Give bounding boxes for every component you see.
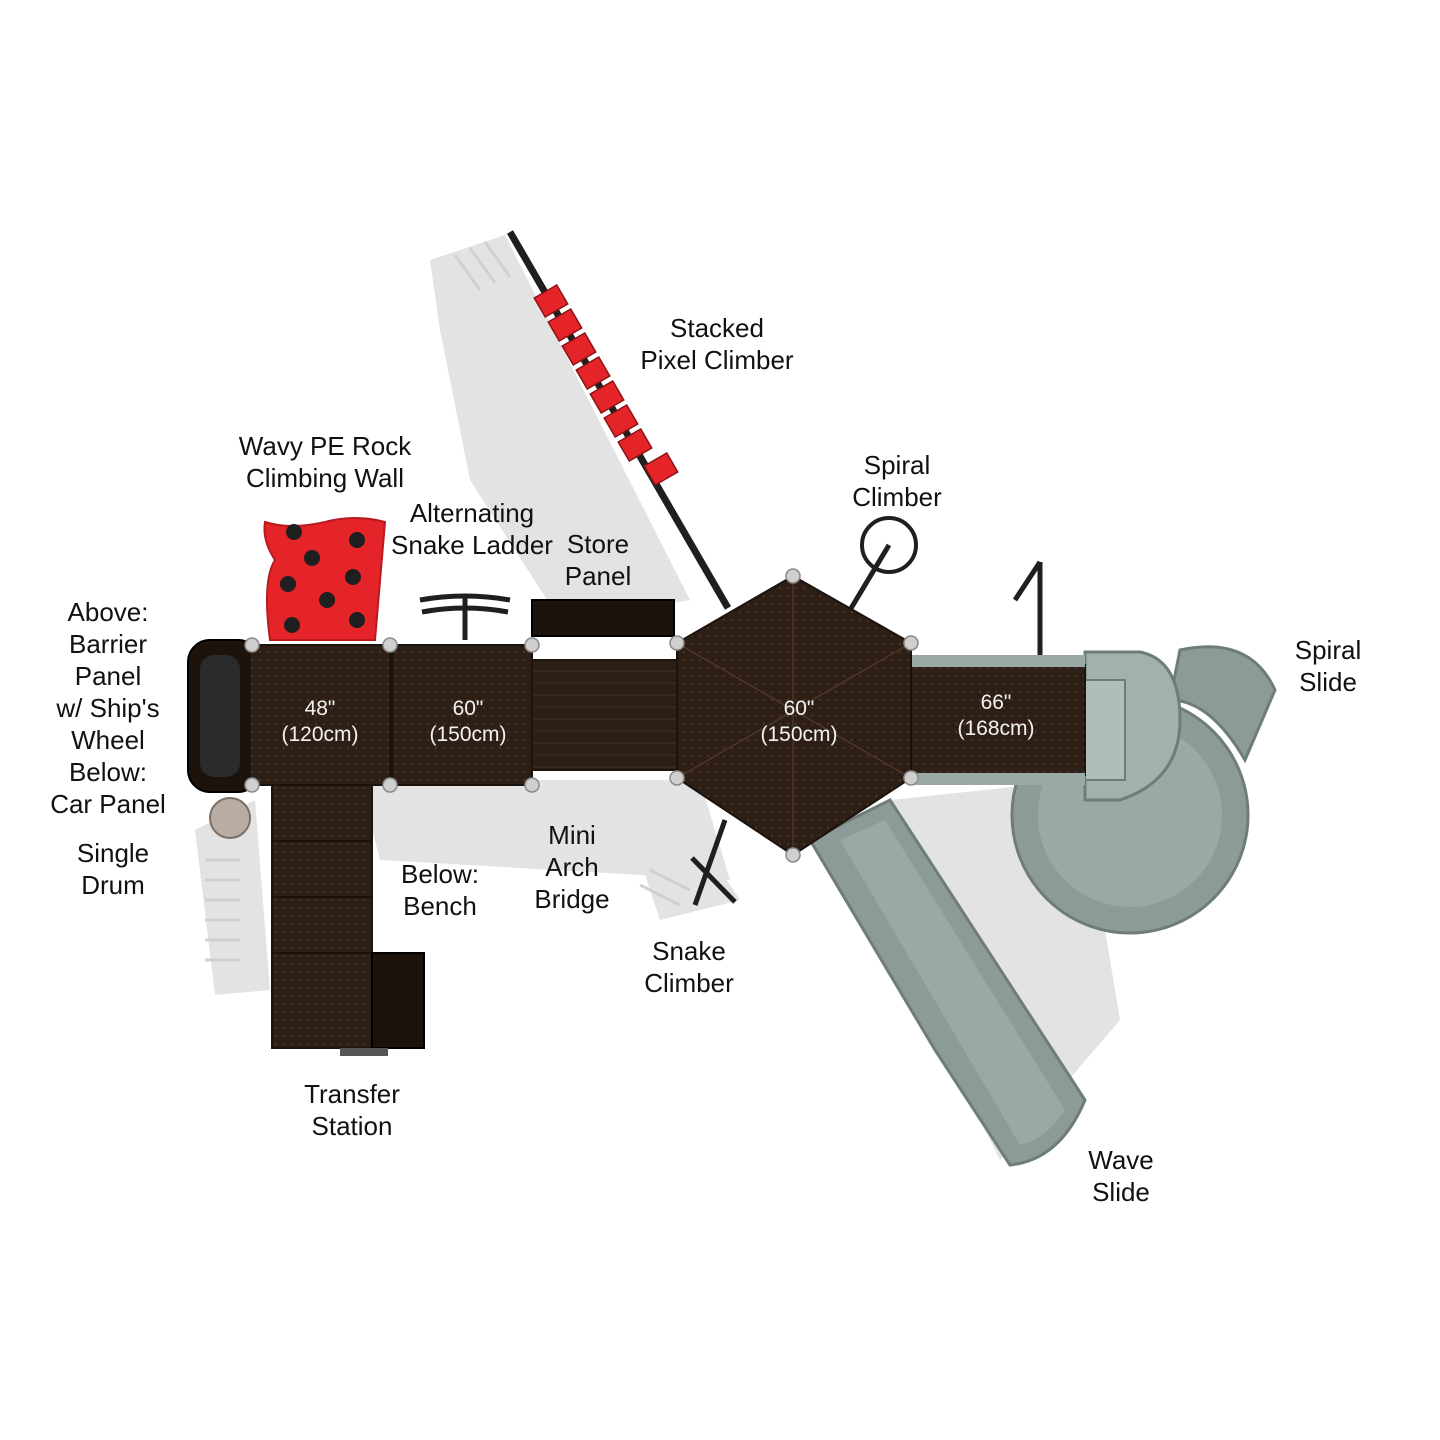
- deck-60b-height: 60" (150cm): [760, 696, 837, 748]
- label-line: Panel: [564, 561, 632, 591]
- label-line: Arch: [545, 852, 599, 882]
- label-line: Climber: [644, 968, 734, 998]
- label-line: Barrier: [68, 629, 147, 659]
- post-caps: [244, 568, 919, 863]
- label-alternating-snake-ladder: Alternating Snake Ladder: [391, 497, 553, 561]
- deck-60a-height-in: 60": [452, 697, 484, 720]
- deck-48-height: 48" (120cm): [281, 696, 358, 748]
- deck-48: [249, 644, 391, 786]
- transfer-station: [271, 784, 425, 1056]
- label-line: Wavy PE Rock: [238, 431, 412, 461]
- deck-platforms: [249, 574, 1086, 857]
- wavy-rock-climbing-wall: [263, 517, 387, 641]
- store-panel: [531, 599, 675, 637]
- label-line: Pixel Climber: [640, 345, 794, 375]
- label-line: Below:: [400, 859, 480, 889]
- label-barrier-panel: Above: Barrier Panel w/ Ship's Wheel Bel…: [50, 596, 166, 820]
- label-line: Snake Ladder: [391, 530, 553, 560]
- label-line: Spiral: [863, 450, 931, 480]
- label-stacked-pixel-climber: Stacked Pixel Climber: [640, 312, 793, 376]
- label-line: Climber: [852, 482, 942, 512]
- label-line: Below:: [68, 757, 148, 787]
- single-drum: [209, 797, 251, 839]
- label-line: Bench: [403, 891, 477, 921]
- deck-48-height-in: 48": [304, 697, 336, 720]
- label-line: Mini: [548, 820, 596, 850]
- label-line: Slide: [1299, 667, 1357, 697]
- label-line: Station: [311, 1111, 393, 1141]
- label-line: Alternating: [409, 498, 535, 528]
- label-line: Wave: [1088, 1145, 1154, 1175]
- label-line: Slide: [1092, 1177, 1150, 1207]
- label-line: Stacked: [670, 313, 764, 343]
- label-line: Climbing Wall: [246, 463, 404, 493]
- label-transfer-station: Transfer Station: [304, 1078, 400, 1142]
- label-line: Wheel: [71, 725, 145, 755]
- deck-48-height-cm: (120cm): [281, 723, 359, 746]
- label-line: Single: [76, 838, 150, 868]
- label-line: Drum: [81, 870, 145, 900]
- label-line: Transfer: [304, 1079, 400, 1109]
- label-bench: Below: Bench: [401, 858, 479, 922]
- label-spiral-climber: Spiral Climber: [852, 449, 942, 513]
- deck-60b-height-cm: (150cm): [760, 723, 838, 746]
- label-line: Store: [566, 529, 630, 559]
- barrier-panel-ships-wheel: [187, 639, 272, 793]
- label-store-panel: Store Panel: [565, 528, 632, 592]
- label-line: Spiral: [1294, 635, 1362, 665]
- label-line: Bridge: [534, 884, 610, 914]
- label-wavy-pe-rock-wall: Wavy PE Rock Climbing Wall: [239, 430, 411, 494]
- deck-66-height-in: 66": [980, 691, 1012, 714]
- deck-66-height: 66" (168cm): [957, 690, 1034, 742]
- snake-climber: [690, 819, 737, 906]
- label-line: Car Panel: [50, 789, 166, 819]
- deck-60a-height-cm: (150cm): [429, 723, 507, 746]
- slide-handrail: [1012, 560, 1043, 655]
- stacked-pixel-climber: [506, 230, 732, 610]
- label-spiral-slide: Spiral Slide: [1295, 634, 1361, 698]
- label-line: w/ Ship's: [56, 693, 160, 723]
- label-wave-slide: Wave Slide: [1088, 1144, 1154, 1208]
- shadow-stripes: [205, 241, 691, 962]
- mini-arch-bridge: [531, 659, 683, 771]
- label-line: Panel: [74, 661, 142, 691]
- label-mini-arch-bridge: Mini Arch Bridge: [534, 819, 609, 915]
- label-single-drum: Single Drum: [77, 837, 149, 901]
- deck-66-height-cm: (168cm): [957, 717, 1035, 740]
- deck-60a-height: 60" (150cm): [429, 696, 506, 748]
- label-line: Above:: [67, 597, 149, 627]
- label-snake-climber: Snake Climber: [644, 935, 734, 999]
- label-line: Snake: [652, 936, 726, 966]
- wave-slide: [807, 798, 1087, 1167]
- deck-60b-height-in: 60": [783, 697, 815, 720]
- alternating-snake-ladder: [419, 593, 511, 640]
- spiral-climber: [847, 516, 918, 612]
